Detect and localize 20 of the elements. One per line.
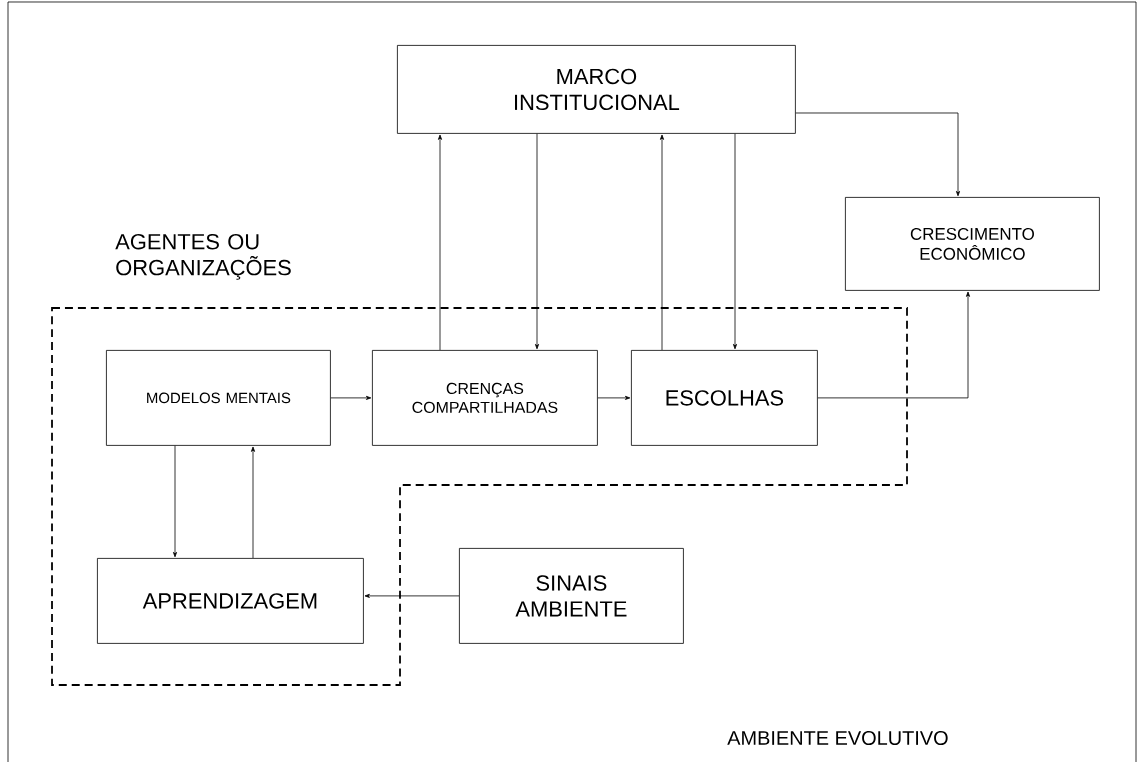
signal-box: SINAIS AMBIENTE	[459, 548, 684, 644]
arrow	[795, 112, 960, 197]
arrow	[535, 133, 539, 350]
growth-box: CRESCIMENTO ECONÔMICO	[845, 197, 1100, 291]
arrow	[817, 291, 970, 399]
arrow	[364, 593, 460, 598]
arrow	[330, 395, 372, 400]
arrow	[597, 395, 631, 400]
institution-box: MARCO INSTITUCIONAL	[397, 45, 796, 134]
process-box: MODELOS MENTAIS	[106, 350, 331, 446]
arrow	[733, 133, 737, 350]
arrow	[438, 134, 442, 351]
process-box: ESCOLHAS	[631, 350, 818, 446]
process-box: APRENDIZAGEM	[97, 558, 364, 644]
arrow	[660, 134, 664, 351]
region-label: AMBIENTE EVOLUTIVO	[727, 730, 948, 746]
region-heading: AGENTES OU ORGANIZAÇÕES	[115, 233, 291, 280]
arrow	[251, 446, 255, 559]
arrow	[173, 445, 177, 558]
process-box: CRENÇAS COMPARTILHADAS	[372, 350, 598, 446]
